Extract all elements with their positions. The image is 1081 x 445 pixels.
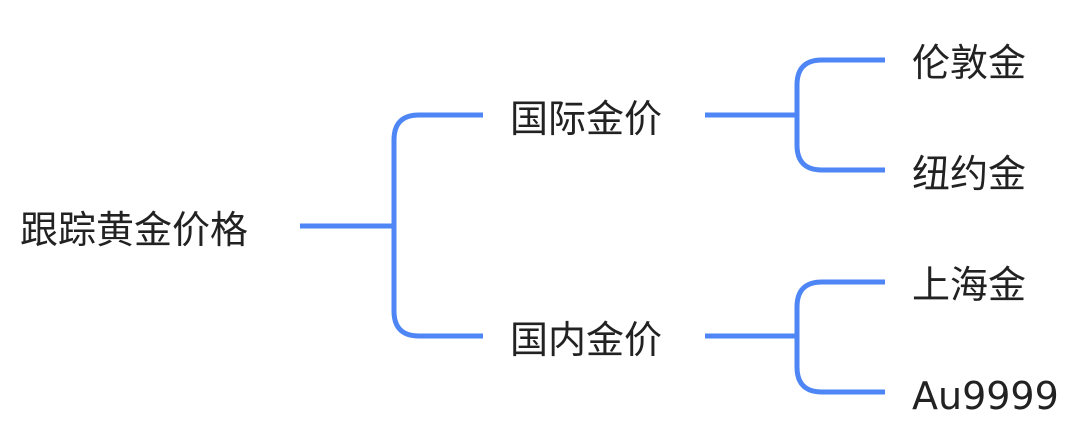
- root-node: 跟踪黄金价格: [20, 208, 249, 252]
- branch-connector-international: [391, 112, 483, 339]
- leaf-connector-international: [794, 57, 885, 173]
- branch-node-domestic: 国内金价: [510, 318, 663, 362]
- leaf-node: Au9999: [912, 374, 1059, 418]
- leaf-node: 上海金: [912, 263, 1027, 307]
- leaf-connector-domestic: [794, 279, 885, 395]
- leaf-node: 纽约金: [912, 152, 1027, 196]
- branch-node-international: 国际金价: [510, 97, 663, 141]
- leaf-node: 伦敦金: [912, 41, 1027, 85]
